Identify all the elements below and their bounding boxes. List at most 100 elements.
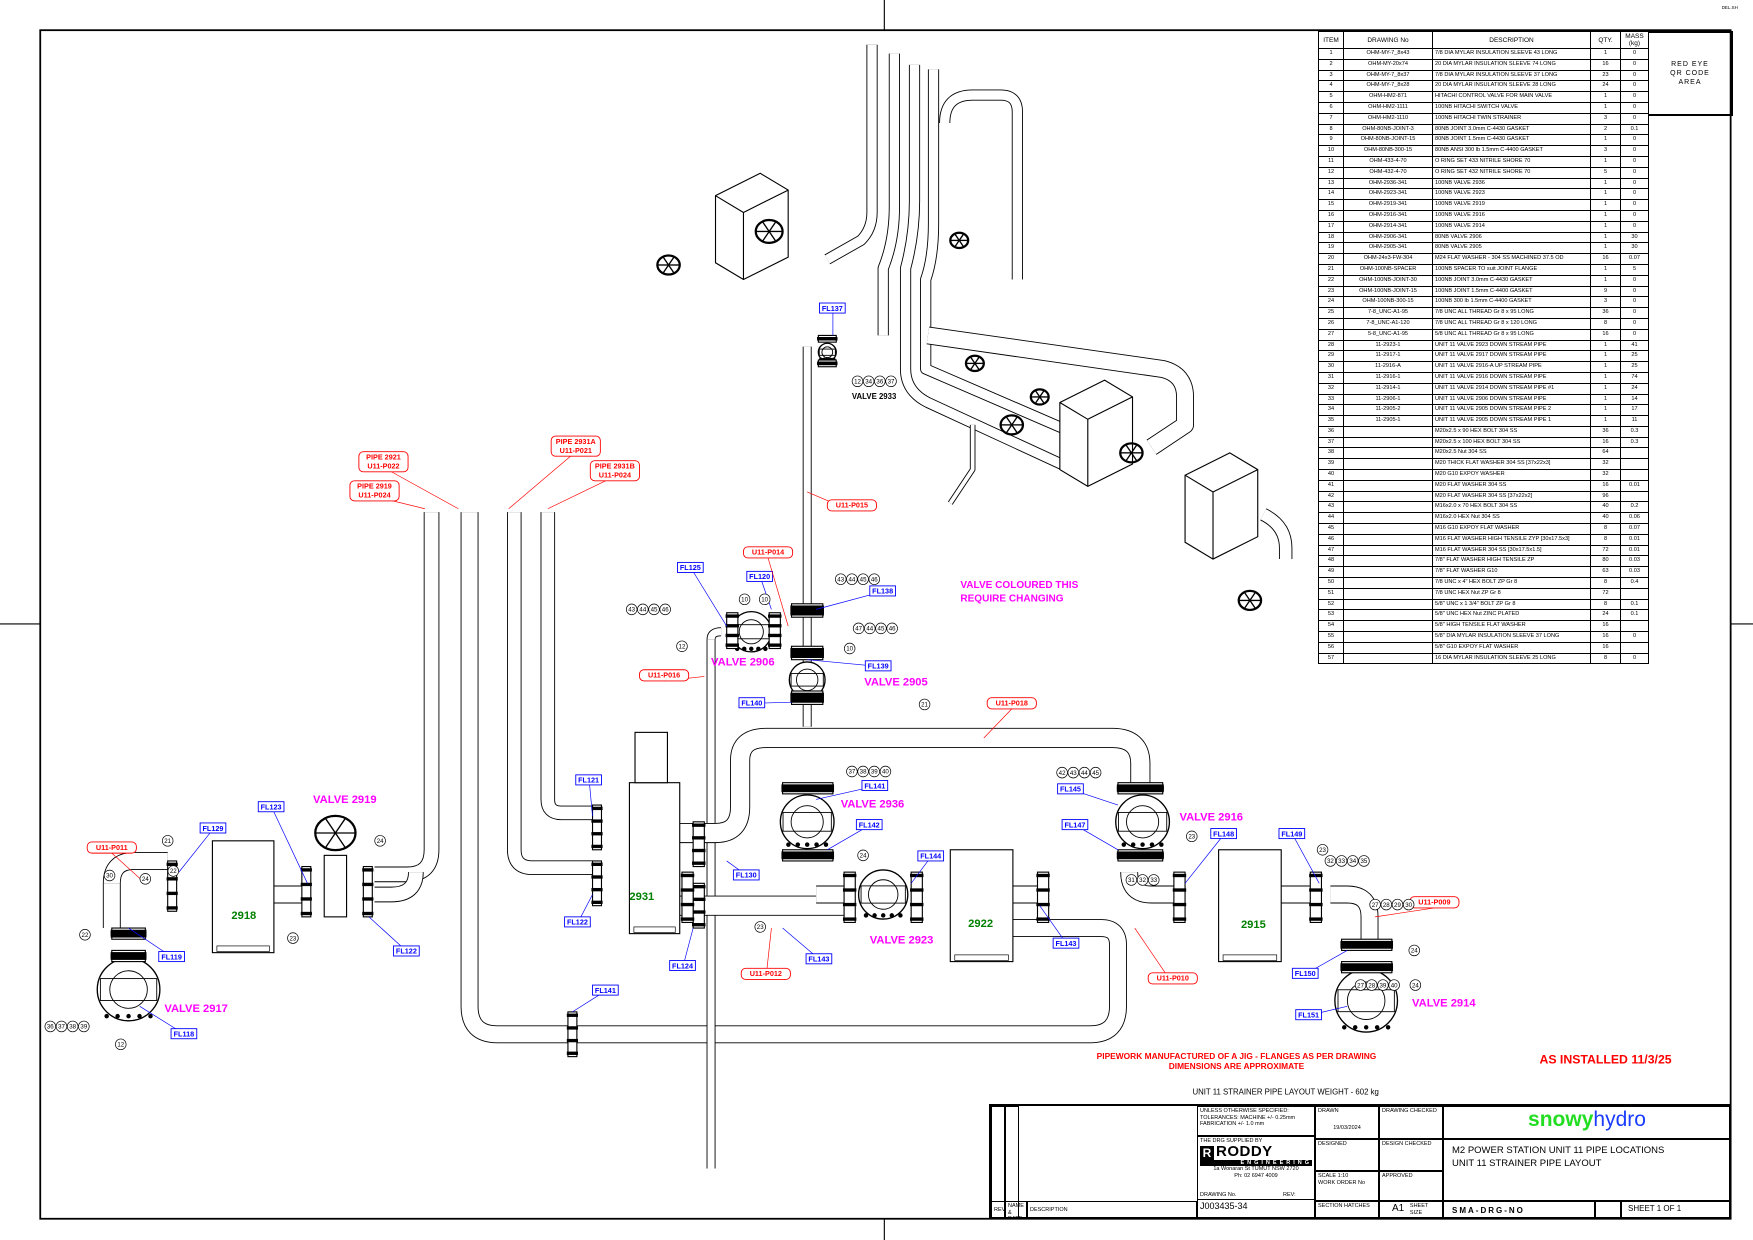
svg-text:31: 31 xyxy=(1128,877,1135,884)
bom-cell-description: UNIT 11 VALVE 2905 DOWN STREAM PIPE 1 xyxy=(1432,415,1591,427)
bom-cell-mass: 0 xyxy=(1620,631,1649,643)
svg-text:44: 44 xyxy=(848,576,855,583)
svg-text:34: 34 xyxy=(865,379,872,386)
bom-cell-item: 51 xyxy=(1318,587,1344,600)
bom-cell-item: 49 xyxy=(1318,566,1344,579)
svg-text:44: 44 xyxy=(866,626,873,633)
flange xyxy=(790,603,824,618)
equipment-label: 2931 xyxy=(629,891,654,903)
svg-text:39: 39 xyxy=(80,1024,87,1031)
bom-cell-description: 100NB VALVE 2919 xyxy=(1432,199,1591,211)
flange xyxy=(781,782,835,795)
valve-2936-body xyxy=(779,794,835,850)
bom-cell-item: 5 xyxy=(1318,91,1344,103)
bom-cell-description: 20 DIA MYLAR INSULATION SLEEVE 28 LONG xyxy=(1432,80,1591,93)
svg-text:U11-P012: U11-P012 xyxy=(750,969,782,978)
bom-cell-drawing-no: 11-2914-1 xyxy=(1343,382,1433,395)
bom-cell-qty: 1 xyxy=(1590,339,1621,352)
iso-strainer-1 xyxy=(714,172,789,281)
flange-label: FL142 xyxy=(827,819,883,851)
bom-cell-qty: 63 xyxy=(1590,566,1621,579)
bom-cell-mass: 0 xyxy=(1620,80,1649,93)
svg-text:FL120: FL120 xyxy=(749,572,770,581)
bom-cell-description: 100NB JOINT 1.5mm C-4400 GASKET xyxy=(1432,285,1591,298)
bom-cell-mass xyxy=(1620,587,1649,600)
flange-label: FL150 xyxy=(1291,950,1348,979)
flange xyxy=(1116,782,1164,795)
iso-handwheel xyxy=(999,414,1025,436)
flange-label: FL138 xyxy=(816,585,896,610)
flange-label: FL137 xyxy=(819,302,846,336)
item-balloon: 21 xyxy=(161,835,174,847)
bom-cell-qty: 1 xyxy=(1590,91,1621,103)
pipe-p009 xyxy=(1330,885,1379,940)
scale: SCALE 1:10 xyxy=(1318,1173,1349,1179)
svg-text:21: 21 xyxy=(164,838,171,845)
bom-cell-mass: 0 xyxy=(1620,177,1649,190)
svg-text:FL140: FL140 xyxy=(741,699,762,708)
valve-label: VALVE 2916 xyxy=(1179,812,1243,824)
svg-text:U11-P024: U11-P024 xyxy=(599,470,631,479)
svg-text:FL145: FL145 xyxy=(1060,785,1081,794)
drawing-no: J003435-34 xyxy=(1200,1200,1248,1211)
valve-2919-body xyxy=(323,854,348,918)
svg-text:FL139: FL139 xyxy=(868,662,889,671)
bom-cell-qty: 72 xyxy=(1590,587,1621,600)
bom-cell-qty: 1 xyxy=(1590,361,1621,373)
bom-cell-mass xyxy=(1620,641,1649,654)
svg-text:PIPE 2931A: PIPE 2931A xyxy=(556,437,597,446)
bom-cell-description: M20x2.5 x 90 HEX BOLT 304 SS xyxy=(1432,425,1591,438)
bom-cell-drawing-no xyxy=(1343,458,1433,471)
bom-cell-mass: 30 xyxy=(1620,231,1649,244)
bom-cell-mass: 0.03 xyxy=(1620,555,1649,568)
bom-cell-drawing-no: 11-2916-1 xyxy=(1343,371,1433,384)
drawn-cell: DRAWN 19/03/2024 xyxy=(1315,1106,1379,1139)
valve-2914-body xyxy=(1334,968,1399,1033)
bom-cell-drawing-no: OHM-2916-341 xyxy=(1343,209,1433,222)
bom-cell-description: 5/8" UNC HEX Nut ZINC PLATED xyxy=(1432,609,1591,622)
flange-label: FL144 xyxy=(910,850,945,884)
bom-cell-mass: 41 xyxy=(1620,339,1649,352)
bom-cell-mass: 0 xyxy=(1620,328,1649,341)
flange-label: FL123 xyxy=(257,801,308,884)
svg-text:FL124: FL124 xyxy=(672,961,693,970)
tolerances-line: UNLESS OTHERWISE SPECIFIED: xyxy=(1200,1108,1289,1114)
bom-cell-description: 7/8 DIA MYLAR INSULATION SLEEVE 43 LONG xyxy=(1432,48,1591,60)
bom-cell-drawing-no xyxy=(1343,652,1433,665)
bom-cell-item: 45 xyxy=(1318,523,1344,535)
bom-cell-description: O RING SET 432 NITRILE SHORE 70 xyxy=(1432,166,1591,179)
bom-cell-mass: 0 xyxy=(1620,307,1649,319)
bom-cell-description: 7/8 UNC HEX Nut ZP Gr 8 xyxy=(1432,587,1591,600)
bom-header-mass: MASS (kg) xyxy=(1620,31,1649,49)
flange-label: FL121 xyxy=(575,774,602,817)
flange xyxy=(110,927,147,940)
bom-cell-description: M16x2.0 x 70 HEX BOLT 304 SS xyxy=(1432,501,1591,514)
flange xyxy=(1340,938,1394,951)
svg-text:FL143: FL143 xyxy=(1056,939,1077,948)
tolerances-note: UNLESS OTHERWISE SPECIFIED: TOLERANCES: … xyxy=(1197,1106,1315,1136)
bom-cell-qty: 1 xyxy=(1590,199,1621,211)
flange xyxy=(817,359,838,368)
bom-cell-item: 16 xyxy=(1318,209,1344,222)
svg-text:46: 46 xyxy=(889,626,896,633)
roddy-logo-icon: R xyxy=(1200,1145,1214,1160)
bom-cell-qty: 16 xyxy=(1590,436,1621,449)
svg-text:21: 21 xyxy=(921,702,928,709)
svg-text:FL121: FL121 xyxy=(578,776,599,785)
bom-cell-qty: 1 xyxy=(1590,242,1621,255)
iso-pipe-2 xyxy=(877,53,900,336)
bom-header-qty: QTY. xyxy=(1590,31,1621,49)
bom-cell-description: 5/8" DIA MYLAR INSULATION SLEEVE 37 LONG xyxy=(1432,631,1591,643)
bom-cell-drawing-no: 11-2905-1 xyxy=(1343,415,1433,427)
